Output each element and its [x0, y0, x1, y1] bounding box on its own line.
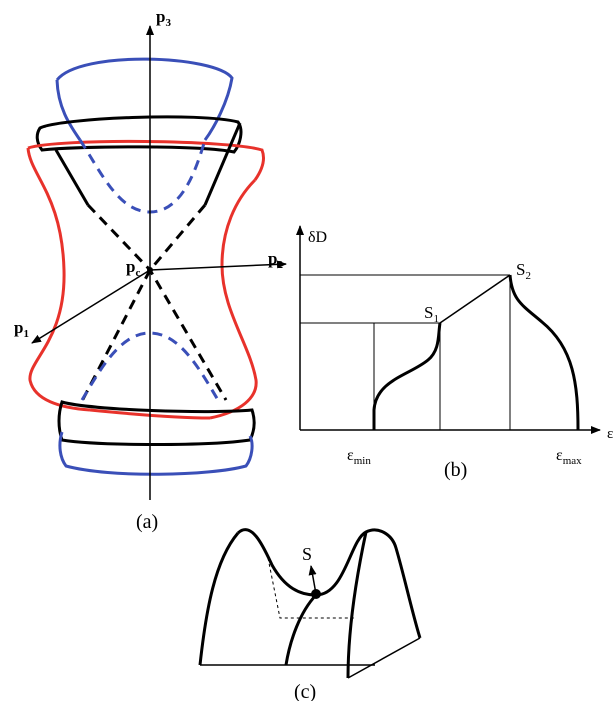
critical-point [147, 267, 153, 273]
p2-axis [149, 260, 287, 271]
s1-label: S1 [424, 303, 439, 325]
p1-axis [31, 269, 151, 344]
caption-c: (c) [294, 681, 316, 701]
outer-surface-left [26, 147, 91, 412]
epsilon-min-label: εmin [347, 447, 371, 467]
panel-c: S (c) [198, 528, 422, 701]
epsilon-label: ε [607, 426, 613, 442]
p2-label: p2 [268, 249, 283, 271]
inner-surface-top-left [55, 79, 82, 141]
outer-surface-right [209, 178, 258, 420]
saddle-label: S [302, 544, 312, 564]
inner-surface-bottom-cap [58, 431, 254, 476]
surface-front-curve [346, 531, 368, 679]
saddle-arrow [308, 565, 317, 595]
inner-upper-dashed [78, 139, 207, 214]
caption-b: (b) [444, 459, 467, 481]
s2-label: S2 [516, 260, 531, 282]
hidden-ridge-dashed [267, 557, 356, 619]
panel-a: p3 p2 p1 pc (a) [14, 7, 287, 533]
panel-b: δD ε S1 S2 εmin εmax (b) [296, 225, 613, 481]
inner-surface-top-cap [55, 57, 234, 141]
cone-upper-solid-right [203, 122, 242, 206]
cone-dashed-left [86, 203, 228, 401]
surface-valley-curve [284, 593, 318, 666]
pc-label: pc [126, 257, 140, 279]
surface-left-edge [198, 532, 240, 666]
surface-right-edge [347, 637, 421, 679]
s1-s2-line [439, 274, 511, 324]
cone-upper-ring [35, 115, 243, 154]
s1-curve [372, 322, 442, 430]
s2-curve [508, 274, 580, 431]
epsilon-max-label: εmax [556, 447, 582, 467]
surface-ridge [236, 528, 422, 639]
deltaD-label: δD [308, 229, 327, 246]
p1-label: p1 [14, 318, 29, 340]
cone-upper-solid-left [54, 149, 90, 206]
outer-surface-bottom [89, 408, 211, 420]
p3-label: p3 [156, 7, 171, 29]
cone-dashed-right [78, 204, 207, 406]
caption-a: (a) [136, 511, 158, 533]
